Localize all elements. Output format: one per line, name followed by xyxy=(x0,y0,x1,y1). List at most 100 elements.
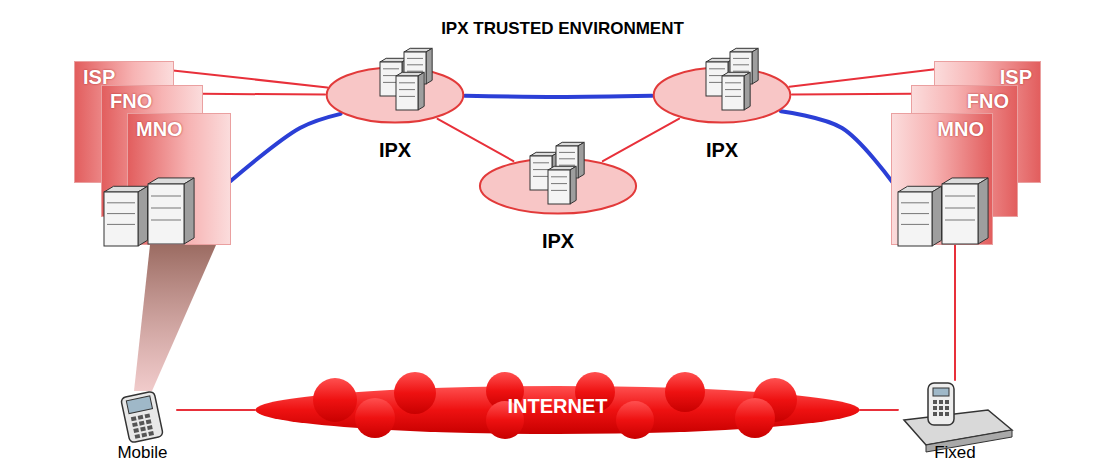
server-slot xyxy=(151,208,181,209)
node-label: IPX xyxy=(379,139,411,162)
key xyxy=(139,421,145,426)
server-slot xyxy=(945,208,975,209)
server-slot xyxy=(151,196,181,197)
server-side xyxy=(184,178,194,244)
server-front xyxy=(404,52,426,84)
ipx-ellipse xyxy=(480,158,636,213)
phone-handset xyxy=(928,383,954,425)
server-slot xyxy=(551,190,567,191)
server-icon xyxy=(942,178,988,244)
server-slot xyxy=(533,176,549,177)
server-slot xyxy=(709,68,725,69)
connector xyxy=(173,70,327,87)
key xyxy=(147,425,153,430)
node-label: INTERNET xyxy=(508,395,608,418)
key xyxy=(140,427,146,432)
server-front xyxy=(396,76,418,110)
server-front xyxy=(722,76,744,110)
server-icon xyxy=(104,186,148,246)
server-side xyxy=(418,72,424,110)
phone-base-side xyxy=(926,430,1012,452)
connector xyxy=(781,111,892,181)
node-label: ISP xyxy=(83,66,115,89)
server-slot xyxy=(533,169,549,170)
key xyxy=(945,406,949,410)
key xyxy=(145,413,151,418)
server-side xyxy=(752,48,758,84)
server-slot xyxy=(733,64,749,65)
connector xyxy=(954,244,956,380)
node-label: FNO xyxy=(967,90,1009,113)
key xyxy=(933,412,937,416)
ipx-node: IPX xyxy=(652,65,792,165)
device: Fixed xyxy=(898,380,1012,463)
ipx-node-outline xyxy=(325,65,465,125)
connector xyxy=(438,119,514,161)
server-top xyxy=(722,72,750,76)
key xyxy=(131,416,137,421)
handset-screen xyxy=(933,388,949,396)
node-label: MNO xyxy=(937,118,984,141)
node-label: IPX xyxy=(542,230,574,253)
server-slot xyxy=(399,89,415,90)
server-front xyxy=(942,184,978,244)
radio-beam xyxy=(134,245,216,391)
connector xyxy=(465,96,652,97)
key xyxy=(138,415,144,420)
server-icon xyxy=(706,58,734,96)
server-front xyxy=(548,170,570,204)
ipx-node-outline xyxy=(478,156,638,216)
server-slot xyxy=(533,162,549,163)
server-side xyxy=(578,142,584,178)
connector xyxy=(177,409,255,411)
server-slot xyxy=(151,220,181,221)
server-front xyxy=(730,52,752,84)
operator-box: MNO xyxy=(128,114,230,244)
server-slot xyxy=(559,152,575,153)
server-slot xyxy=(399,96,415,97)
server-icon xyxy=(730,48,758,84)
server-slot xyxy=(383,82,399,83)
server-slot xyxy=(383,68,399,69)
server-slot xyxy=(733,71,749,72)
mobile-phone xyxy=(121,391,164,443)
ipx-node: IPX xyxy=(325,65,465,165)
node-label: FNO xyxy=(110,90,152,113)
server-slot xyxy=(559,158,575,159)
key xyxy=(945,412,949,416)
phone-body xyxy=(121,391,164,443)
server-slot xyxy=(901,213,929,214)
server-top xyxy=(380,58,408,62)
handset-keypad xyxy=(933,400,949,416)
environment-ellipse xyxy=(27,10,1099,352)
server-slot xyxy=(399,82,415,83)
key xyxy=(135,434,141,439)
server-side xyxy=(570,166,576,204)
ipx-node: IPX xyxy=(478,156,638,258)
server-front xyxy=(380,62,402,96)
server-front xyxy=(530,156,552,190)
server-front xyxy=(148,184,184,244)
connector xyxy=(860,409,898,411)
server-top xyxy=(396,72,424,76)
server-top xyxy=(104,186,148,192)
server-side xyxy=(402,58,408,96)
key xyxy=(148,431,154,436)
server-slot xyxy=(901,224,929,225)
phone-screen xyxy=(126,396,152,414)
server-top xyxy=(404,48,432,52)
server-icon xyxy=(380,58,408,96)
server-slot xyxy=(551,176,567,177)
server-top xyxy=(898,186,942,192)
server-slot xyxy=(383,75,399,76)
ipx-node-outline xyxy=(652,65,792,125)
key xyxy=(933,406,937,410)
key xyxy=(939,412,943,416)
key xyxy=(933,400,937,404)
server-slot xyxy=(407,71,423,72)
node-label: IPX xyxy=(706,139,738,162)
node-label: IPX TRUSTED ENVIRONMENT xyxy=(441,19,684,39)
server-front xyxy=(104,192,138,246)
server-slot xyxy=(901,202,929,203)
